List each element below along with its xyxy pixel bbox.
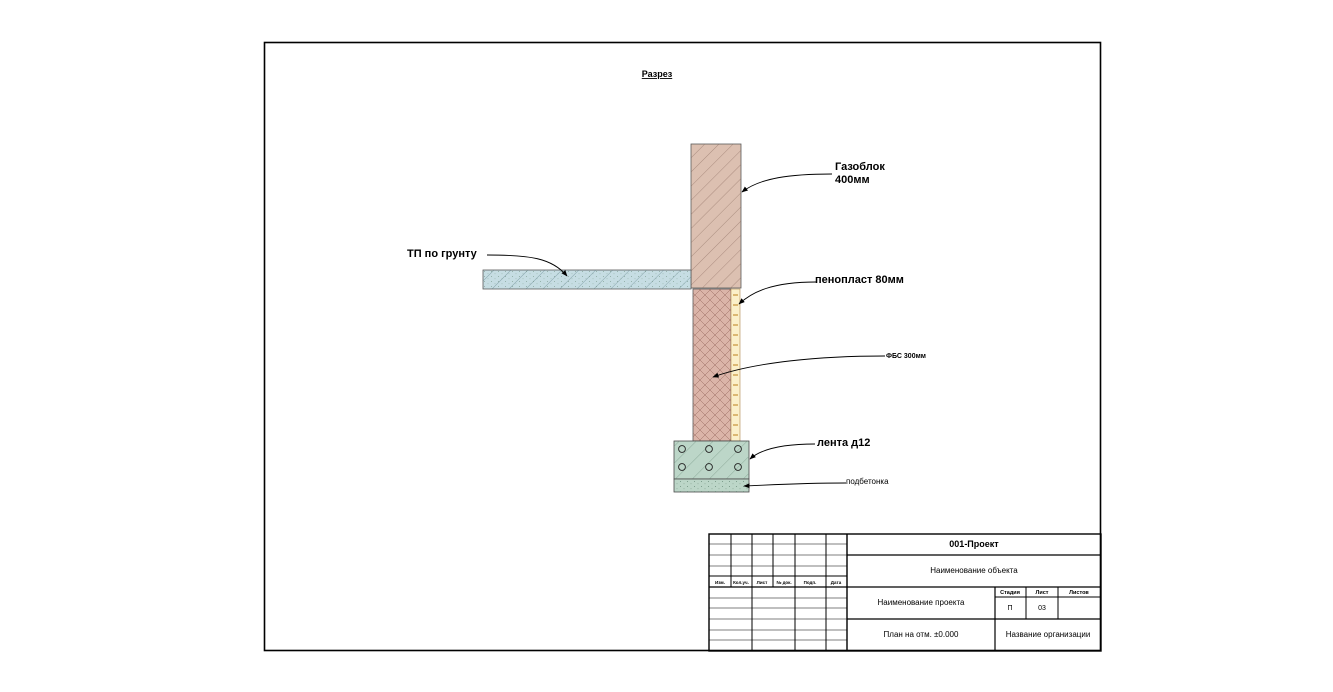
rebar-circle bbox=[734, 445, 742, 453]
title-block bbox=[708, 533, 1102, 652]
gas-block-hatch bbox=[691, 144, 741, 288]
tb-stage-value: П bbox=[1007, 605, 1012, 612]
label-tp: ТП по грунту bbox=[407, 248, 478, 260]
leader-penoplast bbox=[738, 281, 817, 305]
tb-col-podp: Подп. bbox=[804, 580, 817, 585]
rebar-circle bbox=[705, 463, 713, 471]
tb-col-kolich: Кол.уч. bbox=[733, 580, 749, 585]
tb-object-name: Наименование объекта bbox=[930, 566, 1018, 575]
tb-organization: Название организации bbox=[1006, 630, 1091, 639]
tb-sheets-header: Листов bbox=[1069, 590, 1089, 596]
tb-col-data: Дата bbox=[831, 580, 842, 585]
label-lenta: лента д12 bbox=[817, 437, 870, 449]
tb-col-izm: Изм. bbox=[715, 580, 725, 585]
rebar-circle bbox=[678, 445, 686, 453]
label-podbetonka: подбетонка bbox=[846, 477, 889, 486]
leader-tp bbox=[486, 254, 568, 277]
label-gazoblok-line2: 400мм bbox=[835, 174, 870, 186]
floor-slab-dots bbox=[483, 270, 691, 289]
rebar-circle bbox=[734, 463, 742, 471]
tb-stage-header: Стадия bbox=[1000, 590, 1020, 596]
tb-sheet-header: Лист bbox=[1036, 590, 1049, 596]
label-gazoblok-line1: Газоблок bbox=[835, 161, 885, 173]
leader-fbs bbox=[712, 355, 886, 378]
lean-concrete-dots bbox=[674, 479, 749, 492]
fbs-block-hatch bbox=[693, 289, 731, 441]
strip-footing-hatch bbox=[674, 441, 749, 479]
drawing-title: Разрез bbox=[642, 69, 673, 79]
leader-podbetonka bbox=[743, 482, 847, 489]
rebar-circle bbox=[678, 463, 686, 471]
insulation-ticks bbox=[733, 294, 738, 436]
rebar-group bbox=[678, 445, 742, 471]
leader-lenta bbox=[749, 443, 816, 460]
rebar-circle bbox=[705, 445, 713, 453]
tb-project-code: 001-Проект bbox=[949, 539, 999, 549]
tb-sheet-value: 03 bbox=[1038, 605, 1046, 612]
sheet-frame bbox=[263, 41, 1102, 652]
label-penoplast: пеноплаcт 80мм bbox=[815, 274, 904, 286]
label-fbs: ФБС 300мм bbox=[886, 353, 926, 360]
tb-col-list: Лист bbox=[757, 580, 768, 585]
tb-sheet-name: План на отм. ±0.000 bbox=[884, 630, 959, 639]
tb-col-doc: № док. bbox=[776, 580, 791, 585]
tb-project-name: Наименование проекта bbox=[878, 598, 966, 607]
title-block-frame bbox=[708, 533, 1102, 652]
leader-gazoblok bbox=[741, 173, 833, 193]
